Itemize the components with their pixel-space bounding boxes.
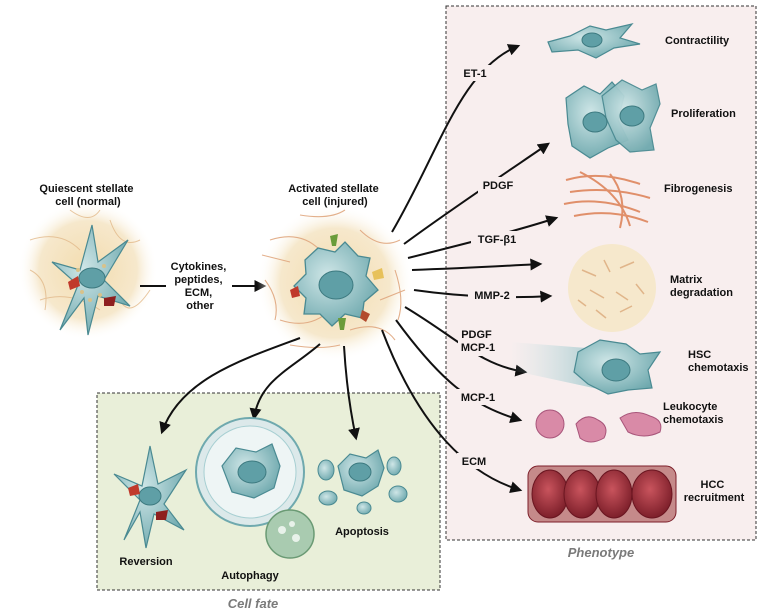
- stimulus-label: Cytokines, peptides, ECM, other: [171, 261, 230, 312]
- arrow-matrix: [411, 258, 543, 271]
- phenotype-panel-title: Phenotype: [568, 545, 634, 560]
- arrow-apoptosis: [343, 345, 360, 441]
- arrow-hcc: [381, 329, 523, 493]
- mediator-pdgf-mcp1: PDGF MCP-1: [461, 329, 495, 354]
- apoptosis-illustration: [317, 449, 408, 515]
- quiescent-cell-illustration: [18, 200, 158, 340]
- hcc-recruitment-illustration: [527, 465, 677, 523]
- fate-apoptosis: Apoptosis: [335, 526, 389, 538]
- phenotype-matrix: Matrix degradation: [670, 274, 733, 299]
- autophagy-illustration: [195, 417, 315, 559]
- hsc-chemotaxis-illustration: [510, 339, 662, 395]
- arrow-contractility: [391, 44, 521, 233]
- fate-reversion: Reversion: [119, 556, 172, 568]
- phenotype-leukocyte: Leukocyte chemotaxis: [663, 401, 724, 426]
- quiescent-cell-label: Quiescent stellate cell (normal): [39, 183, 136, 208]
- phenotype-proliferation: Proliferation: [671, 108, 736, 120]
- arrow-autophagy: [249, 343, 321, 421]
- fate-autophagy: Autophagy: [221, 570, 279, 582]
- leukocyte-illustration: [535, 409, 662, 443]
- mediator-et1: ET-1: [463, 68, 486, 80]
- phenotype-hsc: HSC chemotaxis: [688, 349, 749, 374]
- matrix-degradation-illustration: [568, 244, 656, 332]
- arrow-leukocyte: [395, 319, 523, 423]
- mediator-labels: ET-1 PDGF TGF-β1 MMP-2 PDGF MCP-1 MCP-1 …: [457, 65, 523, 469]
- activated-cell-illustration: [257, 205, 413, 361]
- fibrogenesis-illustration: [563, 171, 651, 229]
- mediator-pdgf: PDGF: [483, 180, 514, 192]
- mediator-tgfb1: TGF-β1: [478, 234, 517, 246]
- proliferation-illustration: [565, 79, 661, 159]
- phenotype-hcc: HCC recruitment: [684, 479, 745, 504]
- arrow-reversion: [159, 337, 301, 435]
- mediator-mcp1: MCP-1: [461, 392, 495, 404]
- fate-arrows: [159, 337, 360, 441]
- mediator-ecm: ECM: [462, 456, 486, 468]
- reversion-illustration: [113, 445, 188, 549]
- contractility-illustration: [547, 23, 641, 59]
- mediator-mmp2: MMP-2: [474, 290, 509, 302]
- phenotype-contractility: Contractility: [665, 35, 730, 47]
- cell-fate-panel-title: Cell fate: [228, 596, 279, 611]
- phenotype-fibrogenesis: Fibrogenesis: [664, 183, 732, 195]
- activated-cell-label: Activated stellate cell (injured): [288, 183, 382, 208]
